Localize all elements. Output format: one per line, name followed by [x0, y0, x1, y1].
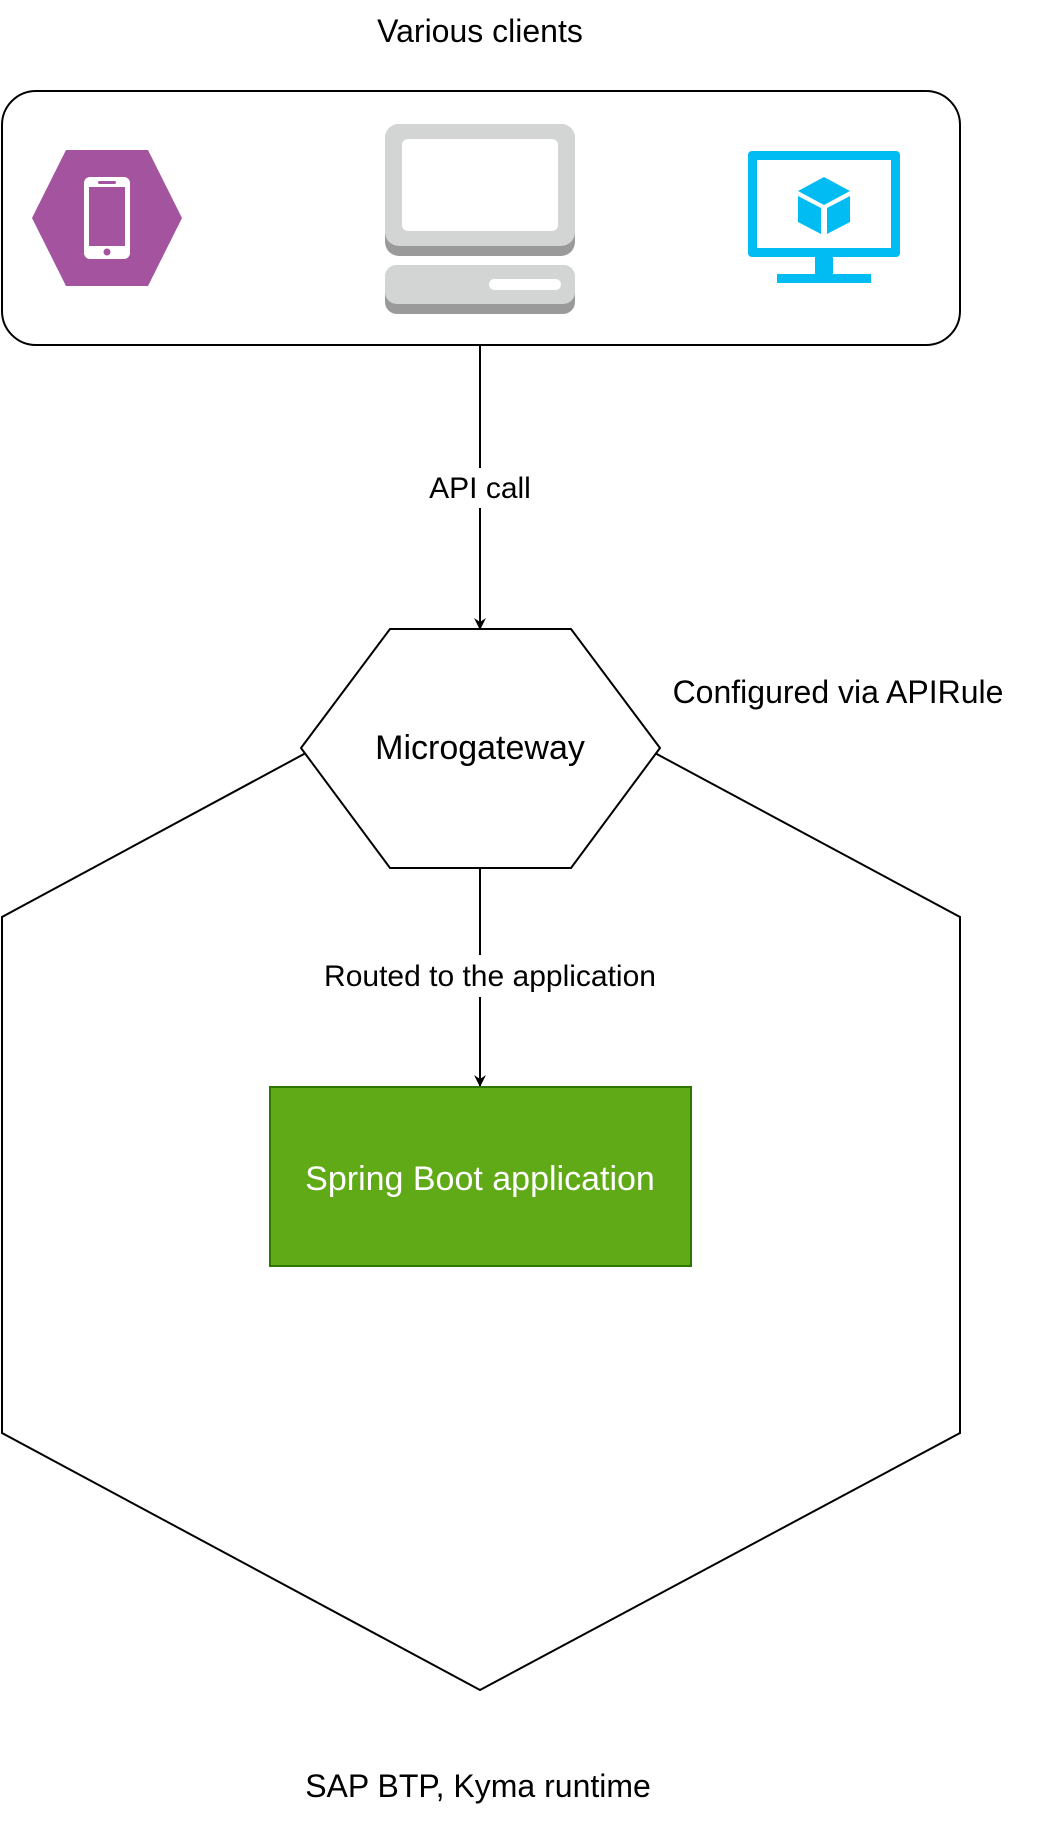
microgateway-node [299, 628, 662, 869]
spring-boot-app-label: Spring Boot application [305, 1160, 655, 1198]
clients-title: Various clients [377, 13, 583, 49]
api-call-label: API call [429, 472, 531, 505]
desktop-computer-icon [385, 124, 575, 314]
spring-boot-app-box [269, 1086, 692, 1267]
microgateway-label: Microgateway [375, 729, 585, 767]
kyma-runtime-label: SAP BTP, Kyma runtime [305, 1768, 651, 1804]
mobile-phone-icon [32, 150, 182, 286]
routed-label: Routed to the application [324, 960, 656, 993]
apirule-note: Configured via APIRule [673, 674, 1004, 710]
virtual-machine-icon [748, 151, 900, 283]
